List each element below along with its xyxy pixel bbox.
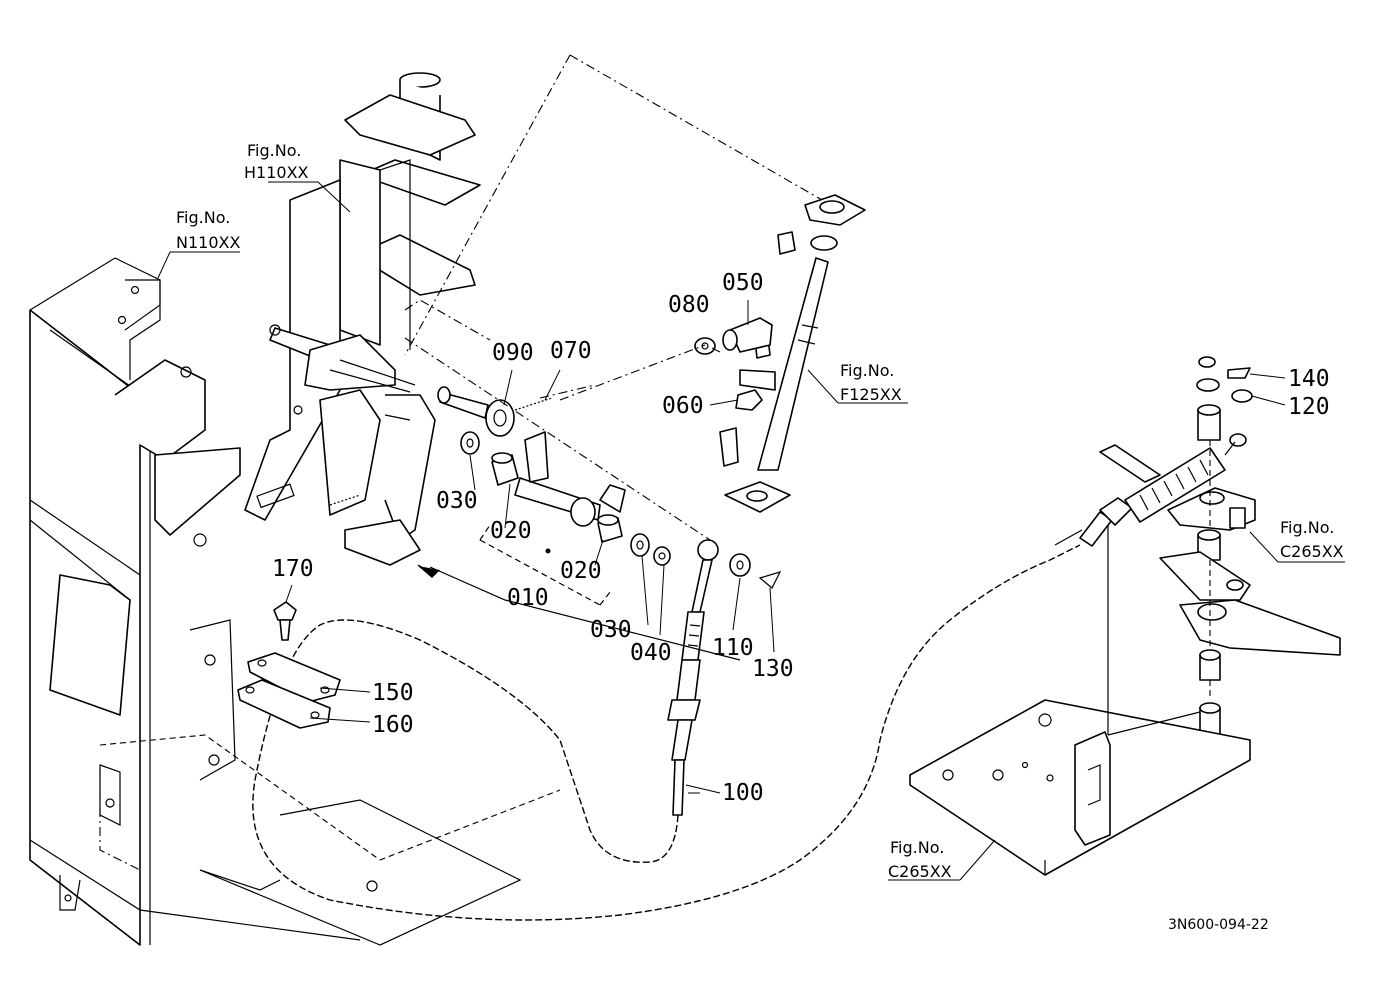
label-050: 050: [722, 270, 764, 296]
steering-column: [244, 72, 481, 566]
part-020-bushing-left: [491, 452, 519, 486]
part-150-plate: [247, 652, 341, 703]
label-100: 100: [722, 780, 764, 806]
label-030-left: 030: [436, 488, 478, 514]
fig-no-label-c265-upper: Fig.No.: [1280, 518, 1334, 537]
label-130: 130: [752, 656, 794, 682]
part-020-bushing-right: [597, 514, 623, 543]
fig-no-label-n110: Fig.No.: [176, 208, 230, 227]
pedal-linkage: [719, 194, 866, 513]
part-170-bolt: [273, 601, 297, 641]
direction-arrow: [418, 566, 440, 578]
label-030-right: 030: [590, 617, 632, 643]
label-110: 110: [712, 635, 754, 661]
label-040: 040: [630, 640, 672, 666]
part-130-pin: [758, 571, 782, 589]
pedal-assembly-right: [1159, 356, 1341, 736]
drawing-code: 3N600-094-22: [1168, 917, 1269, 933]
part-160-plate: [237, 679, 331, 729]
part-050-rod-end: [722, 317, 773, 353]
part-090-bolt: [437, 386, 489, 419]
part-080-nut: [694, 337, 716, 355]
label-070: 070: [550, 338, 592, 364]
fig-no-label-h110: Fig.No.: [247, 141, 301, 160]
label-120: 120: [1288, 394, 1330, 420]
figure-reference-labels: Fig.No. H110XX Fig.No. N110XX Fig.No. F1…: [176, 141, 1344, 933]
part-030-washer-right: [630, 533, 650, 557]
fig-ref-n110: N110XX: [176, 233, 240, 252]
part-030-washer-left: [460, 431, 480, 455]
fig-ref-c265-upper: C265XX: [1280, 542, 1344, 561]
part-100-cable: [252, 539, 1081, 921]
label-170: 170: [272, 556, 314, 582]
part-010-arm-assembly: [479, 431, 626, 606]
label-160: 160: [372, 712, 414, 738]
fig-no-label-c265-lower: Fig.No.: [890, 838, 944, 857]
label-080: 080: [668, 292, 710, 318]
cab-frame-left: [29, 257, 361, 946]
label-020-right: 020: [560, 558, 602, 584]
label-090: 090: [492, 340, 534, 366]
floor-panel: [99, 734, 561, 946]
fig-ref-c265-lower: C265XX: [888, 862, 952, 881]
part-070-spring-joint: [485, 397, 553, 437]
label-010: 010: [507, 585, 549, 611]
label-060: 060: [662, 393, 704, 419]
base-plate: [909, 525, 1251, 876]
fig-no-label-f125: Fig.No.: [840, 361, 894, 380]
cable-end-right: [1054, 433, 1247, 547]
label-020-left: 020: [490, 518, 532, 544]
fig-ref-h110: H110XX: [244, 163, 309, 182]
leader-lines: [157, 54, 1345, 881]
label-150: 150: [372, 680, 414, 706]
part-060-nut: [735, 389, 763, 411]
part-040-nut: [653, 546, 671, 566]
fig-ref-f125: F125XX: [840, 385, 902, 404]
label-140: 140: [1288, 366, 1330, 392]
part-110-washer: [729, 553, 751, 577]
part-number-labels: 090 070 080 050 060 030 020 020 010 030 …: [272, 270, 1330, 806]
